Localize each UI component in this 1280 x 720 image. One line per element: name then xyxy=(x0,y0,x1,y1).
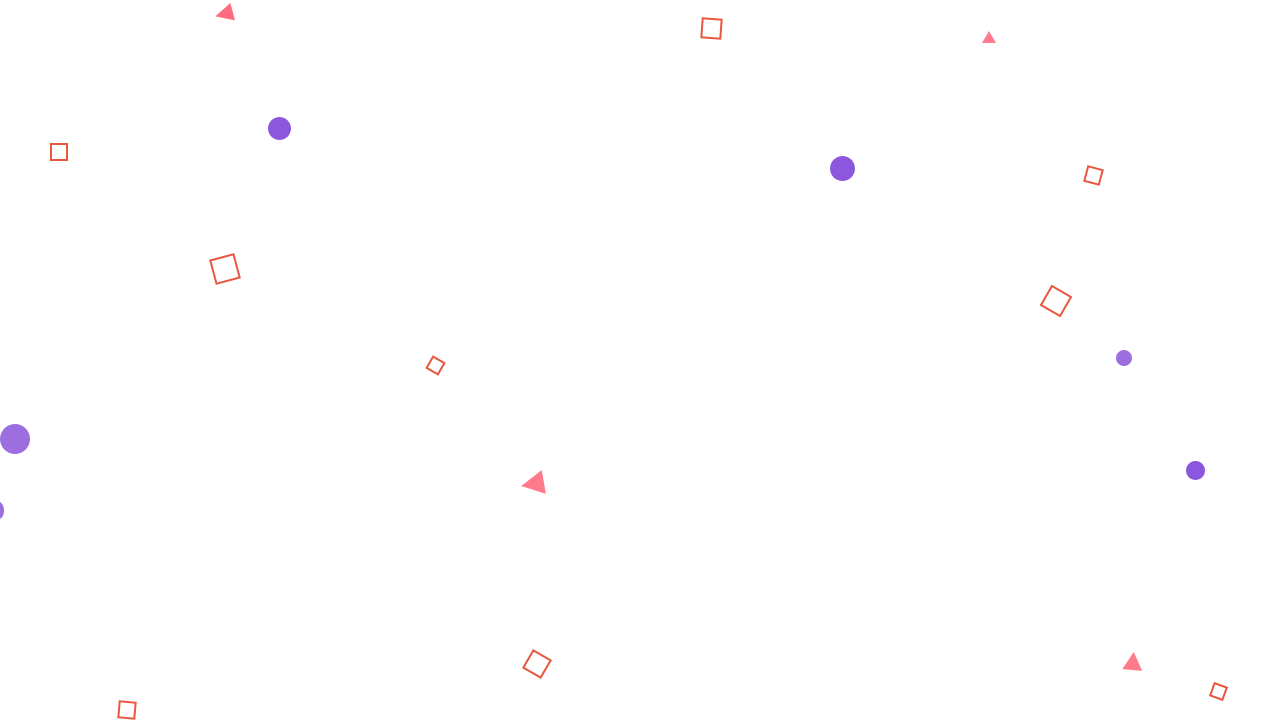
square-shape xyxy=(50,143,68,161)
circle-shape xyxy=(0,502,4,519)
square-shape xyxy=(1083,165,1104,186)
square-shape xyxy=(425,355,446,376)
circle-shape xyxy=(0,424,30,454)
circle-shape xyxy=(1186,461,1205,480)
triangle-shape xyxy=(1122,651,1144,671)
square-shape xyxy=(1208,681,1229,702)
triangle-shape xyxy=(519,470,546,498)
square-shape xyxy=(700,17,723,40)
square-shape xyxy=(1039,284,1073,318)
triangle-shape xyxy=(212,2,236,26)
circle-shape xyxy=(268,117,291,140)
square-shape xyxy=(521,648,553,680)
circle-shape xyxy=(830,156,855,181)
triangle-shape xyxy=(982,31,996,43)
square-shape xyxy=(209,253,241,285)
square-shape xyxy=(117,700,137,720)
circle-shape xyxy=(1116,350,1132,366)
